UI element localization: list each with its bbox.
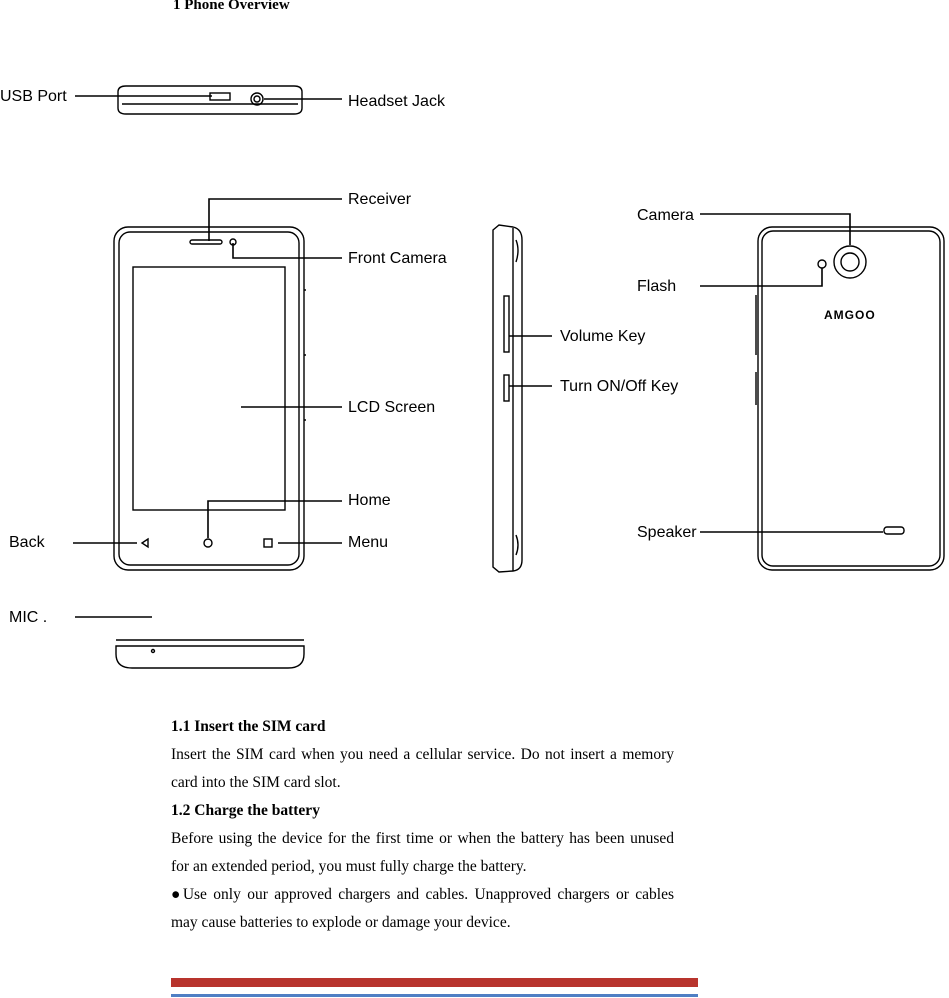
phone-bottom-view <box>115 639 305 669</box>
volume-key-shape <box>503 295 510 353</box>
brand-logo: AMGOO <box>824 308 876 322</box>
label-home: Home <box>348 492 391 509</box>
rear-camera-ring <box>833 245 867 279</box>
section-text-sim: Insert the SIM card when you need a cell… <box>171 746 674 791</box>
label-menu: Menu <box>348 534 388 551</box>
label-usb-port: USB Port <box>0 88 67 105</box>
phone-front-view <box>113 226 306 571</box>
label-front-camera: Front Camera <box>348 250 447 267</box>
footer-rule-red <box>171 978 698 987</box>
instructions-text: 1.1 Insert the SIM card Insert the SIM c… <box>171 713 674 937</box>
label-receiver: Receiver <box>348 191 412 208</box>
mic-hole <box>150 648 156 654</box>
phone-back-view <box>755 226 945 571</box>
speaker-grille <box>883 526 905 535</box>
section-heading-battery: 1.2 Charge the battery <box>171 802 320 819</box>
phone-overview-diagram: USB Port Headset Jack Receiver Front Cam… <box>0 85 945 669</box>
label-power-key: Turn ON/Off Key <box>560 378 678 395</box>
phone-side-view <box>492 224 523 573</box>
label-volume-key: Volume Key <box>560 328 645 345</box>
label-back: Back <box>9 534 46 551</box>
section-bullet-chargers: ●Use only our approved chargers and cabl… <box>171 886 674 931</box>
label-lcd-screen: LCD Screen <box>348 399 435 416</box>
label-speaker: Speaker <box>637 524 697 541</box>
flash-light <box>817 259 827 269</box>
headset-jack-shape <box>250 92 264 106</box>
section-heading-sim: 1.1 Insert the SIM card <box>171 718 326 735</box>
label-mic: MIC . <box>9 609 47 626</box>
footer-rule-blue <box>171 994 698 997</box>
label-headset-jack: Headset Jack <box>348 93 446 110</box>
back-key-icon <box>140 537 149 549</box>
phone-top-view <box>117 85 303 115</box>
home-key-icon <box>203 538 213 548</box>
leader-lines <box>73 95 883 618</box>
label-flash: Flash <box>637 278 676 295</box>
section-text-battery: Before using the device for the first ti… <box>171 830 674 875</box>
rear-camera-lens <box>840 252 860 272</box>
power-key-shape <box>503 374 510 402</box>
usb-port-shape <box>209 92 231 101</box>
page-title: 1 Phone Overview <box>173 0 290 13</box>
label-camera: Camera <box>637 207 694 224</box>
receiver-slot <box>189 239 223 245</box>
menu-key-icon <box>263 538 273 548</box>
